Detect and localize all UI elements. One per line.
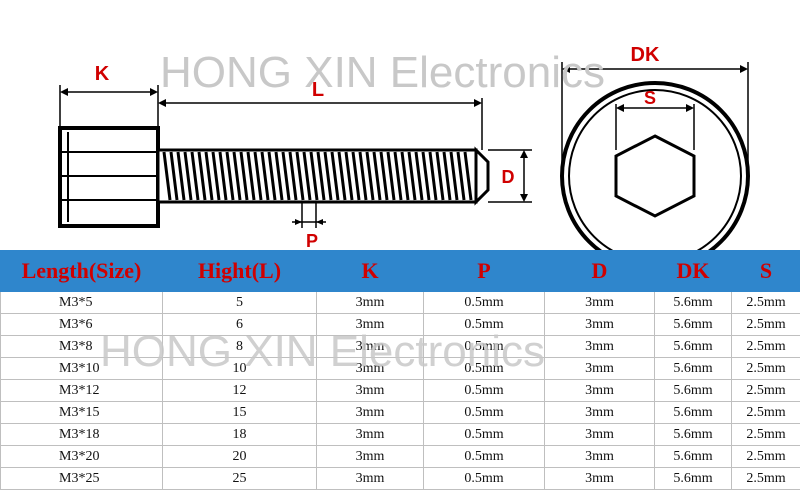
cell-dk: 5.6mm xyxy=(655,446,732,468)
cell-dk: 5.6mm xyxy=(655,424,732,446)
cell-s: 2.5mm xyxy=(732,402,800,424)
cell-d: 3mm xyxy=(545,402,655,424)
cell-s: 2.5mm xyxy=(732,380,800,402)
cell-p: 0.5mm xyxy=(424,424,545,446)
cell-size: M3*8 xyxy=(1,336,163,358)
screw-shank-side xyxy=(158,150,488,202)
header-k: K xyxy=(317,251,424,292)
cell-dk: 5.6mm xyxy=(655,402,732,424)
cell-dk: 5.6mm xyxy=(655,336,732,358)
cell-size: M3*25 xyxy=(1,468,163,490)
cell-k: 3mm xyxy=(317,402,424,424)
header-s: S xyxy=(732,251,800,292)
cell-d: 3mm xyxy=(545,380,655,402)
cell-d: 3mm xyxy=(545,336,655,358)
p-label: P xyxy=(306,231,318,250)
cell-hight: 8 xyxy=(163,336,317,358)
cell-s: 2.5mm xyxy=(732,446,800,468)
cell-dk: 5.6mm xyxy=(655,358,732,380)
l-dimension: L xyxy=(158,79,482,150)
cell-hight: 18 xyxy=(163,424,317,446)
dk-label: DK xyxy=(631,44,660,66)
cell-hight: 6 xyxy=(163,314,317,336)
d-label: D xyxy=(502,167,515,187)
p-dimension: P xyxy=(292,202,326,250)
cell-s: 2.5mm xyxy=(732,336,800,358)
header-p: P xyxy=(424,251,545,292)
cell-d: 3mm xyxy=(545,424,655,446)
header-d: D xyxy=(545,251,655,292)
cell-k: 3mm xyxy=(317,358,424,380)
cell-hight: 12 xyxy=(163,380,317,402)
cell-d: 3mm xyxy=(545,292,655,314)
cell-hight: 25 xyxy=(163,468,317,490)
cell-size: M3*5 xyxy=(1,292,163,314)
cell-p: 0.5mm xyxy=(424,336,545,358)
cell-k: 3mm xyxy=(317,468,424,490)
cell-d: 3mm xyxy=(545,446,655,468)
screw-diagram: K L D P DK xyxy=(0,0,800,250)
cell-k: 3mm xyxy=(317,336,424,358)
cell-hight: 15 xyxy=(163,402,317,424)
cell-size: M3*20 xyxy=(1,446,163,468)
cell-dk: 5.6mm xyxy=(655,292,732,314)
screw-head-side xyxy=(60,128,158,226)
header-length-size: Length(Size) xyxy=(1,251,163,292)
cell-dk: 5.6mm xyxy=(655,380,732,402)
l-label: L xyxy=(312,79,324,101)
cell-k: 3mm xyxy=(317,446,424,468)
cell-d: 3mm xyxy=(545,358,655,380)
cell-hight: 20 xyxy=(163,446,317,468)
cell-hight: 5 xyxy=(163,292,317,314)
cell-k: 3mm xyxy=(317,380,424,402)
table-header-row: Length(Size) Hight(L) K P D DK S xyxy=(1,251,800,292)
cell-p: 0.5mm xyxy=(424,292,545,314)
cell-dk: 5.6mm xyxy=(655,468,732,490)
cell-d: 3mm xyxy=(545,314,655,336)
cell-d: 3mm xyxy=(545,468,655,490)
cell-size: M3*6 xyxy=(1,314,163,336)
cell-k: 3mm xyxy=(317,424,424,446)
cell-hight: 10 xyxy=(163,358,317,380)
cell-p: 0.5mm xyxy=(424,380,545,402)
cell-size: M3*15 xyxy=(1,402,163,424)
s-label: S xyxy=(644,88,656,108)
k-dimension: K xyxy=(60,63,158,128)
cell-s: 2.5mm xyxy=(732,468,800,490)
cell-p: 0.5mm xyxy=(424,468,545,490)
cell-size: M3*18 xyxy=(1,424,163,446)
cell-s: 2.5mm xyxy=(732,358,800,380)
k-label: K xyxy=(95,63,110,85)
header-dk: DK xyxy=(655,251,732,292)
cell-k: 3mm xyxy=(317,314,424,336)
cell-p: 0.5mm xyxy=(424,314,545,336)
cell-dk: 5.6mm xyxy=(655,314,732,336)
header-hight: Hight(L) xyxy=(163,251,317,292)
cell-k: 3mm xyxy=(317,292,424,314)
cell-p: 0.5mm xyxy=(424,402,545,424)
cell-s: 2.5mm xyxy=(732,292,800,314)
cell-s: 2.5mm xyxy=(732,424,800,446)
cell-p: 0.5mm xyxy=(424,358,545,380)
cell-size: M3*12 xyxy=(1,380,163,402)
cell-size: M3*10 xyxy=(1,358,163,380)
d-dimension: D xyxy=(488,150,532,202)
cell-s: 2.5mm xyxy=(732,314,800,336)
cell-p: 0.5mm xyxy=(424,446,545,468)
